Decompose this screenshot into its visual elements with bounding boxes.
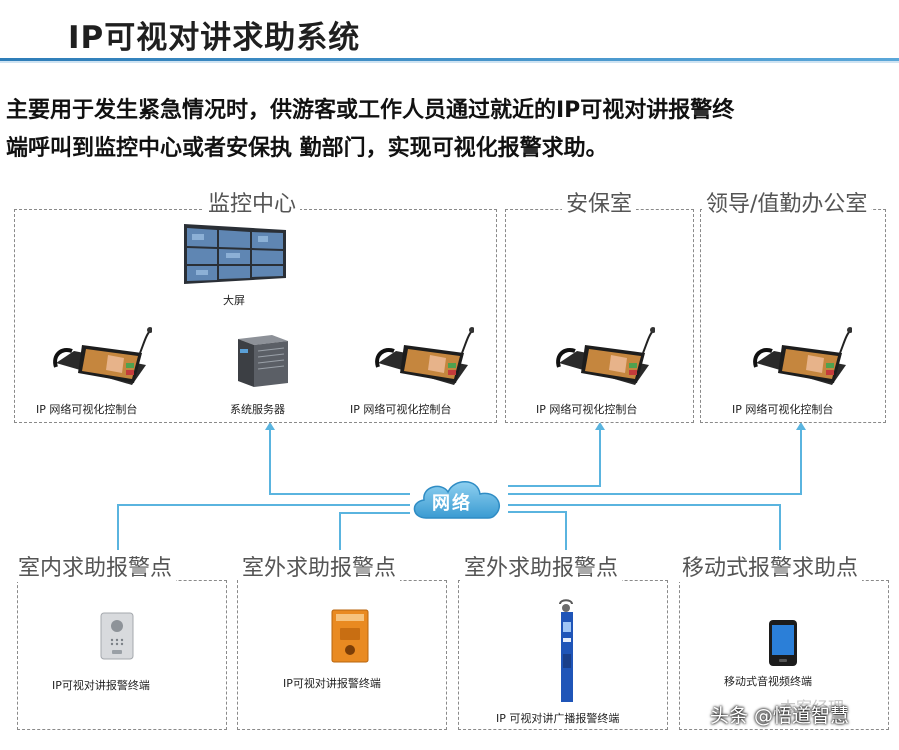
intro-paragraph: 主要用于发生紧急情况时，供游客或工作人员通过就近的IP可视对讲报警终 端呼叫到监… bbox=[6, 92, 886, 168]
video-wall-icon bbox=[184, 224, 286, 284]
mobile-terminal-icon bbox=[769, 620, 797, 666]
device-label-console-4: IP 网络可视化控制台 bbox=[732, 403, 834, 416]
indoor-intercom-icon bbox=[100, 612, 134, 660]
outdoor-intercom-icon bbox=[331, 609, 369, 663]
desk-console-icon bbox=[53, 327, 152, 385]
desk-console-icon bbox=[753, 327, 852, 385]
intro-line-1: 主要用于发生紧急情况时，供游客或工作人员通过就近的IP可视对讲报警终 bbox=[6, 98, 735, 123]
watermark: 头条 @悟道智慧 bbox=[710, 705, 850, 727]
title-underline-shadow bbox=[0, 61, 899, 63]
device-label-console-1: IP 网络可视化控制台 bbox=[36, 403, 138, 416]
zone-label-outdoor-point-b: 室外求助报警点 bbox=[460, 550, 623, 582]
zone-label-office: 领导/值勤办公室 bbox=[702, 186, 872, 218]
device-label-video-wall: 大屏 bbox=[223, 294, 245, 307]
link-security-room bbox=[508, 424, 601, 487]
link-monitor-center bbox=[269, 424, 410, 495]
link-office bbox=[508, 424, 802, 495]
desk-console-icon bbox=[375, 327, 474, 385]
server-icon bbox=[238, 335, 288, 387]
device-label-indoor-terminal: IP可视对讲报警终端 bbox=[52, 679, 150, 692]
zone-label-mobile-point: 移动式报警求助点 bbox=[678, 550, 863, 582]
zone-security-room bbox=[505, 209, 694, 423]
network-cloud-icon bbox=[413, 481, 500, 519]
device-label-outdoor-terminal: IP可视对讲报警终端 bbox=[283, 677, 381, 690]
zone-label-indoor-point: 室内求助报警点 bbox=[14, 550, 177, 582]
page-title: IP可视对讲求助系统 bbox=[68, 20, 361, 56]
device-label-server: 系统服务器 bbox=[230, 403, 285, 416]
pole-terminal-icon bbox=[559, 599, 573, 702]
device-label-console-3: IP 网络可视化控制台 bbox=[536, 403, 638, 416]
device-label-console-2: IP 网络可视化控制台 bbox=[350, 403, 452, 416]
desk-console-icon bbox=[556, 327, 655, 385]
device-label-pole-terminal: IP 可视对讲广播报警终端 bbox=[496, 712, 620, 725]
zone-label-monitor-center: 监控中心 bbox=[204, 186, 301, 218]
watermark-faint: 本案经理 bbox=[780, 698, 845, 717]
zone-label-security-room: 安保室 bbox=[562, 186, 637, 218]
title-bar: IP可视对讲求助系统 bbox=[0, 0, 899, 63]
intro-line-2: 端呼叫到监控中心或者安保执 勤部门，实现可视化报警求助。 bbox=[6, 136, 608, 161]
title-underline bbox=[0, 58, 899, 61]
zone-label-outdoor-point-a: 室外求助报警点 bbox=[238, 550, 401, 582]
device-label-mobile-terminal: 移动式音视频终端 bbox=[724, 675, 812, 688]
zone-office bbox=[700, 209, 886, 423]
network-label: 网络 bbox=[432, 493, 472, 514]
